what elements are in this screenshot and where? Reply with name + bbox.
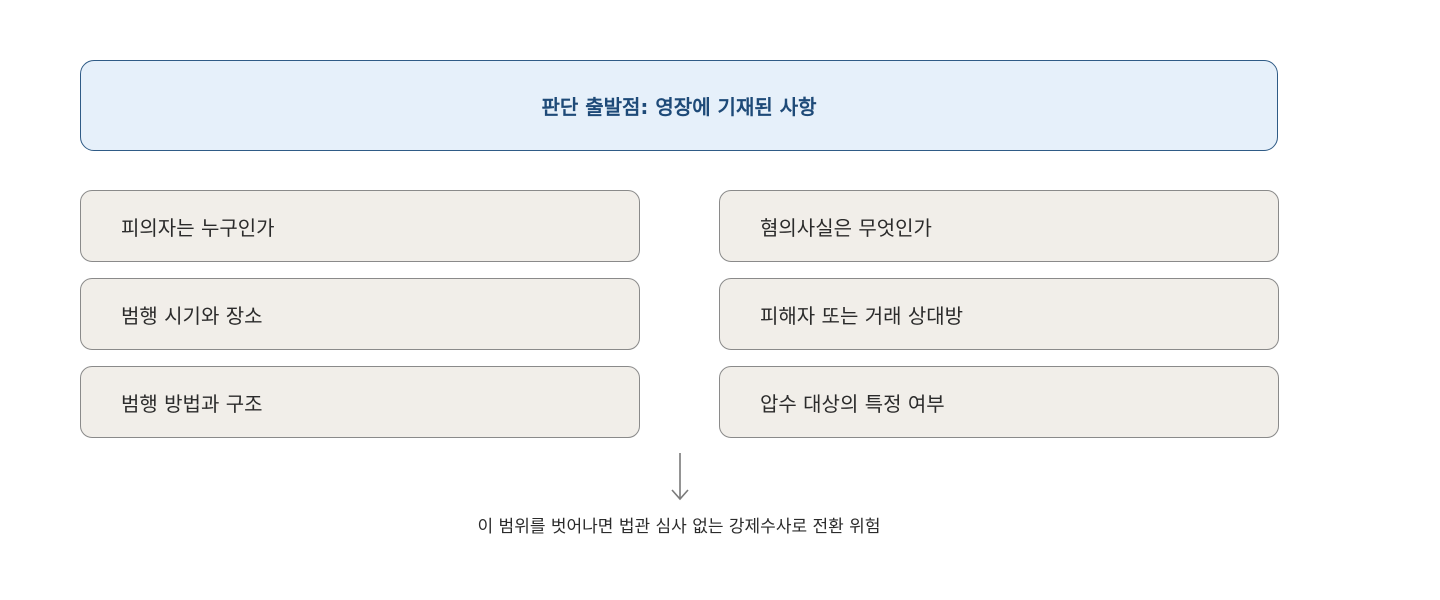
header-title: 판단 출발점: 영장에 기재된 사항 xyxy=(541,95,817,119)
item-label: 범행 방법과 구조 xyxy=(121,391,263,416)
item-box-charges: 혐의사실은 무엇인가 xyxy=(719,190,1279,262)
item-box-suspect: 피의자는 누구인가 xyxy=(80,190,640,262)
item-box-victim: 피해자 또는 거래 상대방 xyxy=(719,278,1279,350)
item-label: 혐의사실은 무엇인가 xyxy=(760,215,932,240)
header-box: 판단 출발점: 영장에 기재된 사항 xyxy=(80,60,1278,151)
item-box-method: 범행 방법과 구조 xyxy=(80,366,640,438)
footer-note: 이 범위를 벗어나면 법관 심사 없는 강제수사로 전환 위험 xyxy=(477,517,881,537)
item-label: 피의자는 누구인가 xyxy=(121,215,275,240)
item-label: 압수 대상의 특정 여부 xyxy=(760,391,945,416)
item-label: 피해자 또는 거래 상대방 xyxy=(760,303,964,328)
item-label: 범행 시기와 장소 xyxy=(121,303,263,328)
arrow-down-icon xyxy=(671,453,689,501)
item-box-seizure: 압수 대상의 특정 여부 xyxy=(719,366,1279,438)
item-box-time-place: 범행 시기와 장소 xyxy=(80,278,640,350)
